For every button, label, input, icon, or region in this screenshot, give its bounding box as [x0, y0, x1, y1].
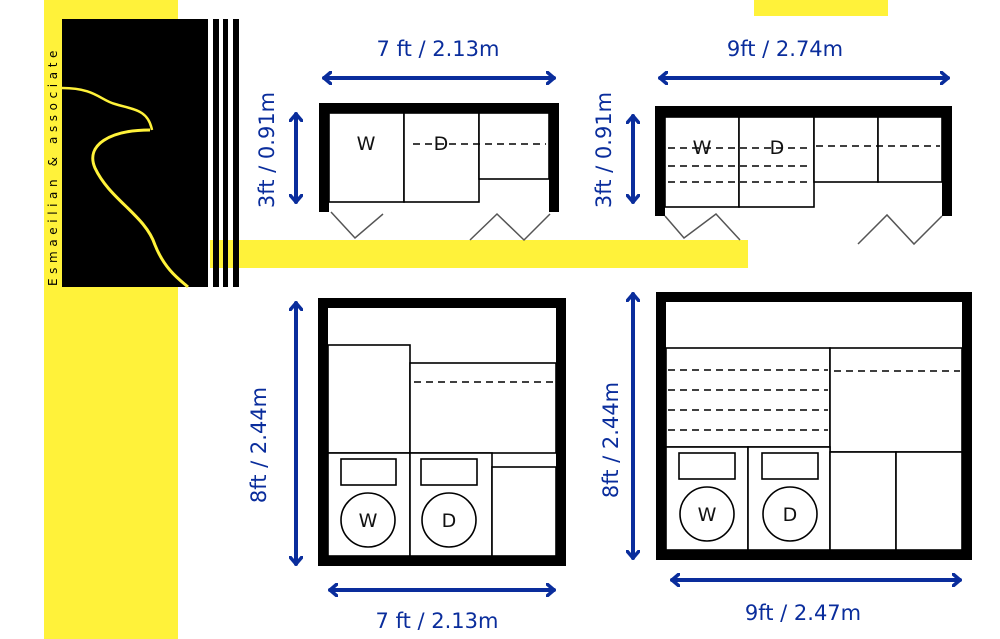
washer-control-panel	[340, 458, 397, 486]
dryer-label: D	[770, 137, 785, 159]
shelf-unit	[665, 347, 831, 448]
yellow-top-bar	[754, 0, 888, 16]
dryer-label: D	[434, 133, 449, 155]
width-label: 7 ft / 2.13m	[376, 609, 499, 633]
door-swing	[857, 213, 943, 246]
plan-9x8: W D 8ft / 2.44m 9ft / 2.47m	[599, 292, 972, 625]
shelf-unit	[829, 347, 963, 453]
dryer-drum	[421, 492, 477, 548]
dryer-control-panel	[761, 452, 819, 480]
dryer-space	[738, 116, 815, 208]
logo-text: Esmaeilian & associate	[46, 46, 60, 286]
cabinet	[829, 451, 897, 551]
plan-7x8: W D 8ft / 2.44m 7 ft / 2.13m	[247, 298, 566, 633]
cabinet	[895, 451, 963, 551]
company-logo: Esmaeilian & associate	[46, 19, 239, 289]
dryer-space	[403, 112, 480, 203]
yellow-horizontal-bar	[210, 240, 748, 268]
washer-label: W	[698, 504, 717, 526]
dryer-control-panel	[420, 458, 478, 486]
door-swing	[330, 211, 384, 240]
width-label: 9ft / 2.74m	[727, 37, 843, 61]
dryer-label: D	[442, 510, 457, 532]
washer-label: W	[359, 510, 378, 532]
dryer-label: D	[783, 504, 798, 526]
cabinet	[327, 344, 411, 454]
cabinet	[491, 466, 557, 557]
door-swing	[664, 212, 741, 241]
door-swing	[469, 212, 551, 242]
depth-label: 3ft / 0.91m	[255, 92, 279, 208]
shelf-unit	[409, 362, 557, 454]
washer-drum	[340, 492, 396, 548]
cabinet	[877, 116, 943, 183]
width-label: 9ft / 2.47m	[745, 601, 861, 625]
washer-control-panel	[678, 452, 736, 480]
width-label: 7 ft / 2.13m	[377, 37, 500, 61]
dryer-drum	[762, 486, 818, 542]
cabinet	[813, 116, 879, 183]
washer-label: W	[357, 133, 376, 155]
washer-space	[328, 112, 405, 203]
depth-label: 8ft / 2.44m	[247, 387, 271, 503]
washer-label: W	[693, 137, 712, 159]
washer-drum	[679, 486, 735, 542]
cabinet	[478, 112, 550, 180]
depth-label: 8ft / 2.44m	[599, 382, 623, 498]
plan-7x3: W D 7 ft / 2.13m 3ft / 0.91m	[255, 37, 559, 242]
washer-space	[664, 116, 740, 208]
depth-label: 3ft / 0.91m	[592, 92, 616, 208]
plan-9x3: W D 9ft / 2.74m 3ft / 0.91m	[592, 37, 952, 246]
